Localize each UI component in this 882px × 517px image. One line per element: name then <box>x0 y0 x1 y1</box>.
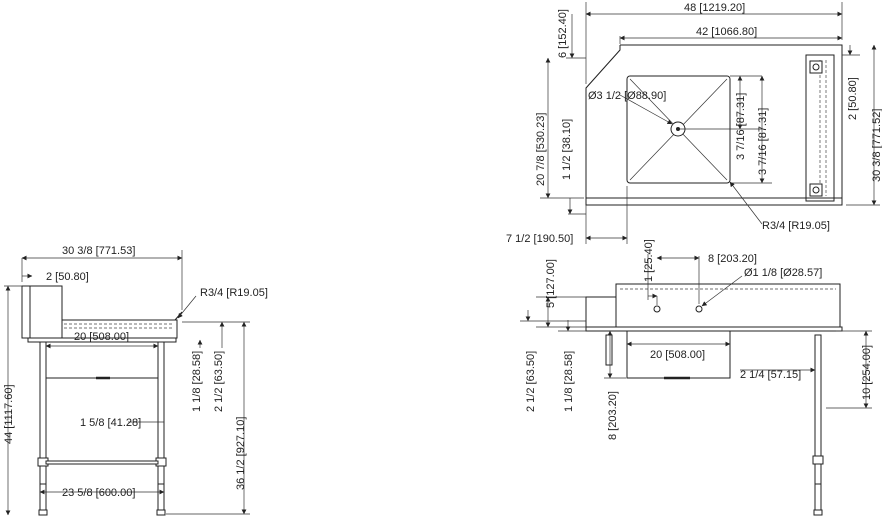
plan-backsplash <box>805 54 835 202</box>
plan-drain-label: Ø3 1/2 [Ø88.90] <box>588 90 666 102</box>
front-faucet-spacing-label: 8 [203.20] <box>708 253 757 265</box>
front-faucet-offset-label: 2 1/4 [57.15] <box>740 369 801 381</box>
side-leg-left <box>39 341 47 513</box>
side-bowl-width-label: 20 [508.00] <box>74 331 129 343</box>
front-top-offset-label: 1 [25.40] <box>643 239 655 282</box>
side-backsplash <box>21 285 63 339</box>
side-view: 30 3/8 [771.53] 2 [50.80] R3/4 [R19.05] … <box>3 245 268 516</box>
front-d118-label: 1 1/8 [28.58] <box>563 351 575 412</box>
side-total-height-label: 44 [1117.60] <box>3 384 15 444</box>
plan-splash-depth-label: 2 [50.80] <box>847 77 859 120</box>
side-splash-label: 2 [50.80] <box>46 271 89 283</box>
side-width-label: 30 3/8 [771.53] <box>62 245 135 257</box>
front-top-surface <box>585 326 843 332</box>
side-crossbar <box>45 460 159 465</box>
front-faucet-hole-label: Ø1 1/8 [Ø28.57] <box>744 267 822 279</box>
front-d212-label: 2 1/2 [63.50] <box>525 351 537 412</box>
side-d212-label: 2 1/2 [63.50] <box>213 351 225 412</box>
plan-drain-y-label: 3 7/16 [87.31] <box>757 108 769 175</box>
plan-front-lip-label: 1 1/2 [38.10] <box>561 119 573 180</box>
front-faucet-hole-left <box>653 305 661 313</box>
plan-overall-width-label: 48 [1219.20] <box>684 2 745 14</box>
plan-back-offset-label: 6 [152.40] <box>557 9 569 58</box>
side-leg-right <box>157 341 165 513</box>
plan-outline <box>585 44 843 206</box>
front-bowl-depth-label: 8 [203.20] <box>607 391 619 440</box>
plan-inner-width-label: 42 [1066.80] <box>696 26 757 38</box>
front-backsplash <box>585 296 617 328</box>
front-splash-height-label: 5 [127.00] <box>545 259 557 308</box>
front-view: 1 [25.40] 8 [203.20] Ø1 1/8 [Ø28.57] 5 [… <box>520 239 873 516</box>
side-d118-label: 1 1/8 [28.58] <box>191 351 203 412</box>
front-leg-left <box>605 334 613 366</box>
side-work-height-label: 36 1/2 [927.10] <box>235 417 247 490</box>
side-radius-label: R3/4 [R19.05] <box>200 287 268 299</box>
front-leg-right <box>814 334 822 516</box>
side-leg-spacing-label: 1 5/8 [41.28] <box>80 417 141 429</box>
plan-left-offset-label: 7 1/2 [190.50] <box>506 233 573 245</box>
side-bottom-span-label: 23 5/8 [600.00] <box>62 487 135 499</box>
plan-corner-radius-label: R3/4 [R19.05] <box>762 220 830 232</box>
side-bowl <box>45 342 159 379</box>
front-bowl-width-label: 20 [508.00] <box>650 349 705 361</box>
plan-side-depth-label: 20 7/8 [530.23] <box>535 113 547 186</box>
front-leg-height-label: 10 [254.00] <box>861 345 873 400</box>
plan-overall-depth-label: 30 3/8 [771.52] <box>871 109 882 182</box>
front-faucet-hole-right <box>695 305 703 313</box>
plan-view: 48 [1219.20] 42 [1066.80] 6 [152.40] 20 … <box>506 2 882 245</box>
plan-bowl <box>626 75 731 184</box>
plan-drain-x-label: 3 7/16 [87.31] <box>735 93 747 160</box>
